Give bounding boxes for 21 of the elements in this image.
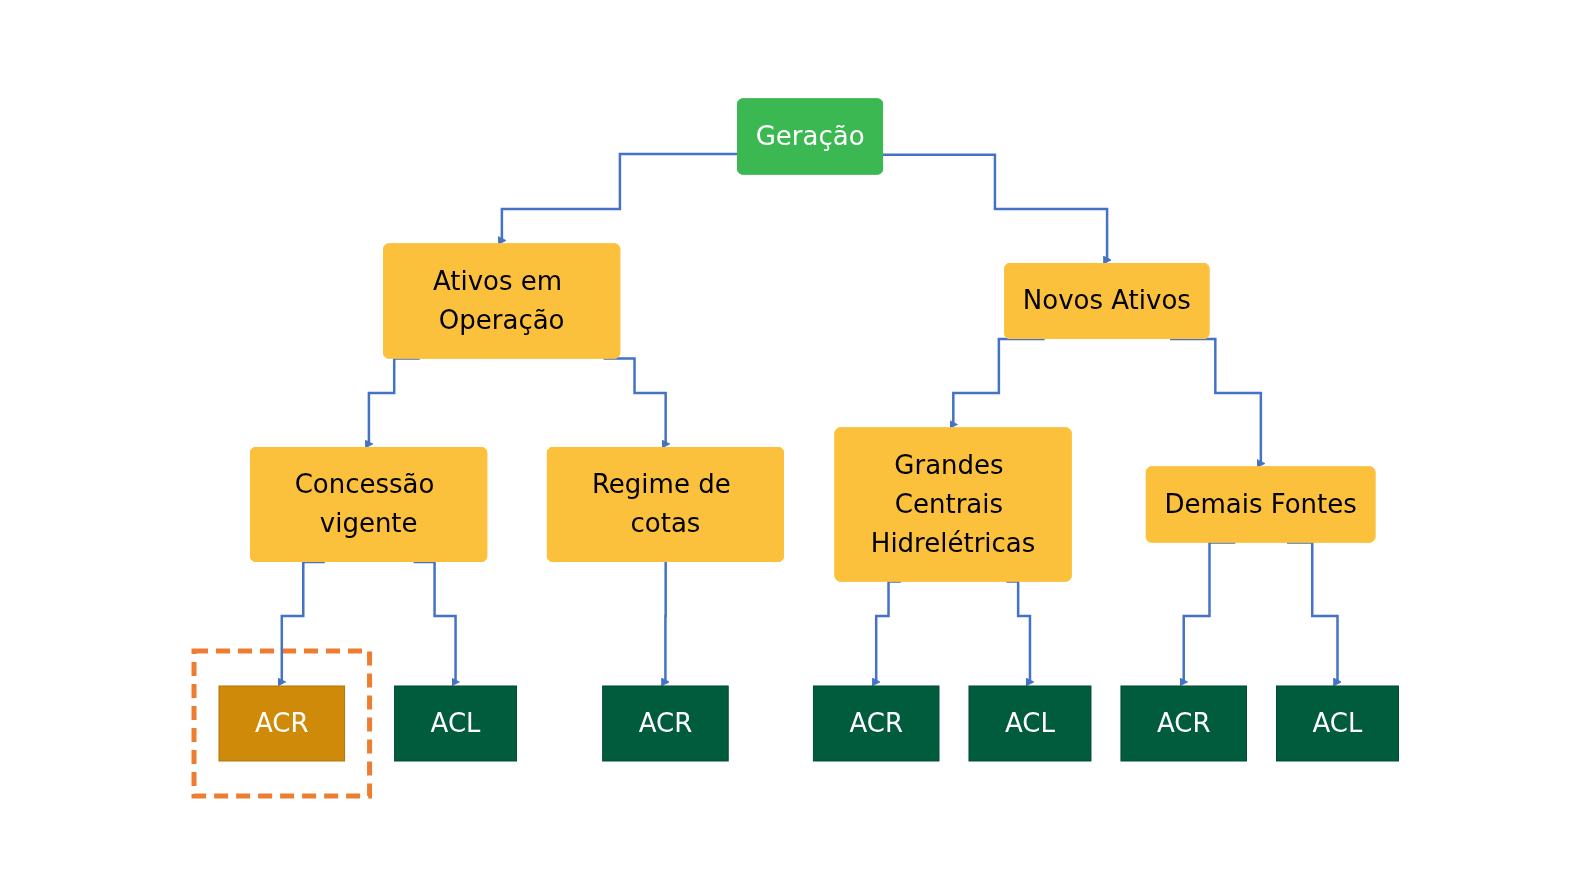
arrow bbox=[1169, 337, 1266, 468]
node-box: ACR bbox=[601, 685, 729, 761]
node-box: ACL bbox=[393, 685, 517, 761]
arrow bbox=[413, 560, 460, 686]
arrow bbox=[364, 356, 420, 448]
node-box: ACL bbox=[968, 685, 1092, 761]
node-box: ACR bbox=[812, 685, 940, 761]
arrow bbox=[1006, 579, 1035, 686]
arrow bbox=[277, 560, 325, 686]
arrow bbox=[871, 579, 901, 686]
arrow bbox=[603, 356, 671, 448]
arrow bbox=[497, 152, 738, 245]
node-box: ACR bbox=[218, 685, 345, 761]
arrow bbox=[948, 337, 1045, 429]
arrow bbox=[1286, 540, 1342, 686]
arrow bbox=[1179, 540, 1235, 686]
node-box: ACR bbox=[1120, 685, 1247, 761]
arrow bbox=[660, 560, 670, 686]
arrow bbox=[882, 152, 1112, 264]
node-box: ACL bbox=[1275, 685, 1399, 761]
cluster bbox=[191, 648, 372, 798]
